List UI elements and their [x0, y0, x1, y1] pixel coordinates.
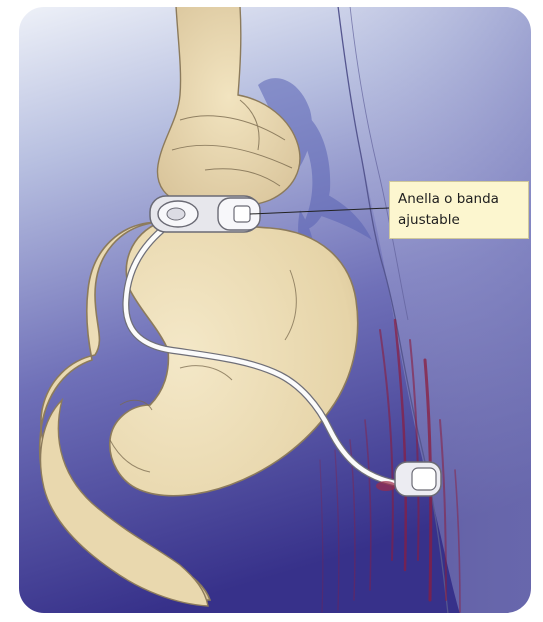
callout-label: Anella o banda ajustable: [389, 181, 529, 239]
adjustable-band: [150, 196, 260, 232]
callout-line-1: Anella o banda: [398, 189, 520, 210]
callout-line-2: ajustable: [398, 210, 520, 231]
